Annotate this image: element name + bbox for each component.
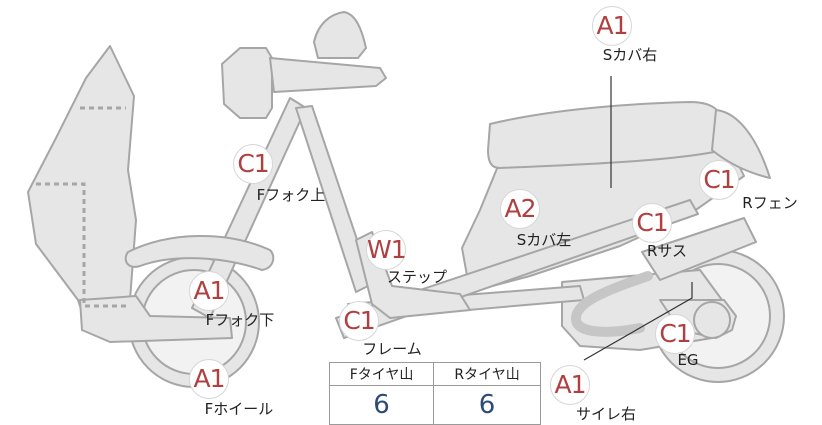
part-label-r-suspension: Rサス (646, 242, 688, 260)
part-label-f-fork-lower: Fフォク下 (205, 311, 275, 329)
grade-badge: A2 (500, 189, 540, 229)
grade-badge: W1 (366, 230, 407, 270)
part-label-f-fork-upper: Fフォク上 (256, 186, 326, 204)
front-tire-header: Fタイヤ山 (328, 362, 435, 386)
part-label-s-cover-left: Sカバ左 (516, 231, 572, 249)
tire-tread-header-row: Fタイヤ山 Rタイヤ山 (328, 362, 541, 386)
grade-badge: C1 (339, 301, 379, 341)
part-label-muffler-right: サイレ右 (575, 405, 637, 423)
rear-tire-value: 6 (433, 385, 541, 425)
tire-tread-table: Fタイヤ山 Rタイヤ山 6 6 (328, 362, 541, 425)
grade-badge: C1 (632, 203, 672, 243)
part-label-frame: フレーム (362, 340, 422, 358)
tire-tread-value-row: 6 6 (328, 385, 541, 425)
grade-badge: C1 (699, 160, 739, 200)
part-label-r-fender: Rフェン (742, 194, 798, 212)
grade-badge: C1 (655, 314, 695, 354)
part-label-f-wheel: Fホイール (204, 400, 274, 418)
grade-badge: A1 (550, 365, 590, 405)
grade-badge: A1 (189, 271, 229, 311)
grade-badge: C1 (233, 144, 273, 184)
grade-badge: A1 (592, 6, 632, 46)
part-label-engine: EG (677, 351, 699, 369)
rear-tire-header: Rタイヤ山 (433, 362, 541, 386)
grade-badge: A1 (189, 359, 229, 399)
front-tire-value: 6 (328, 385, 435, 425)
part-label-step: ステップ (386, 268, 448, 286)
part-label-s-cover-right: Sカバ右 (602, 46, 658, 64)
